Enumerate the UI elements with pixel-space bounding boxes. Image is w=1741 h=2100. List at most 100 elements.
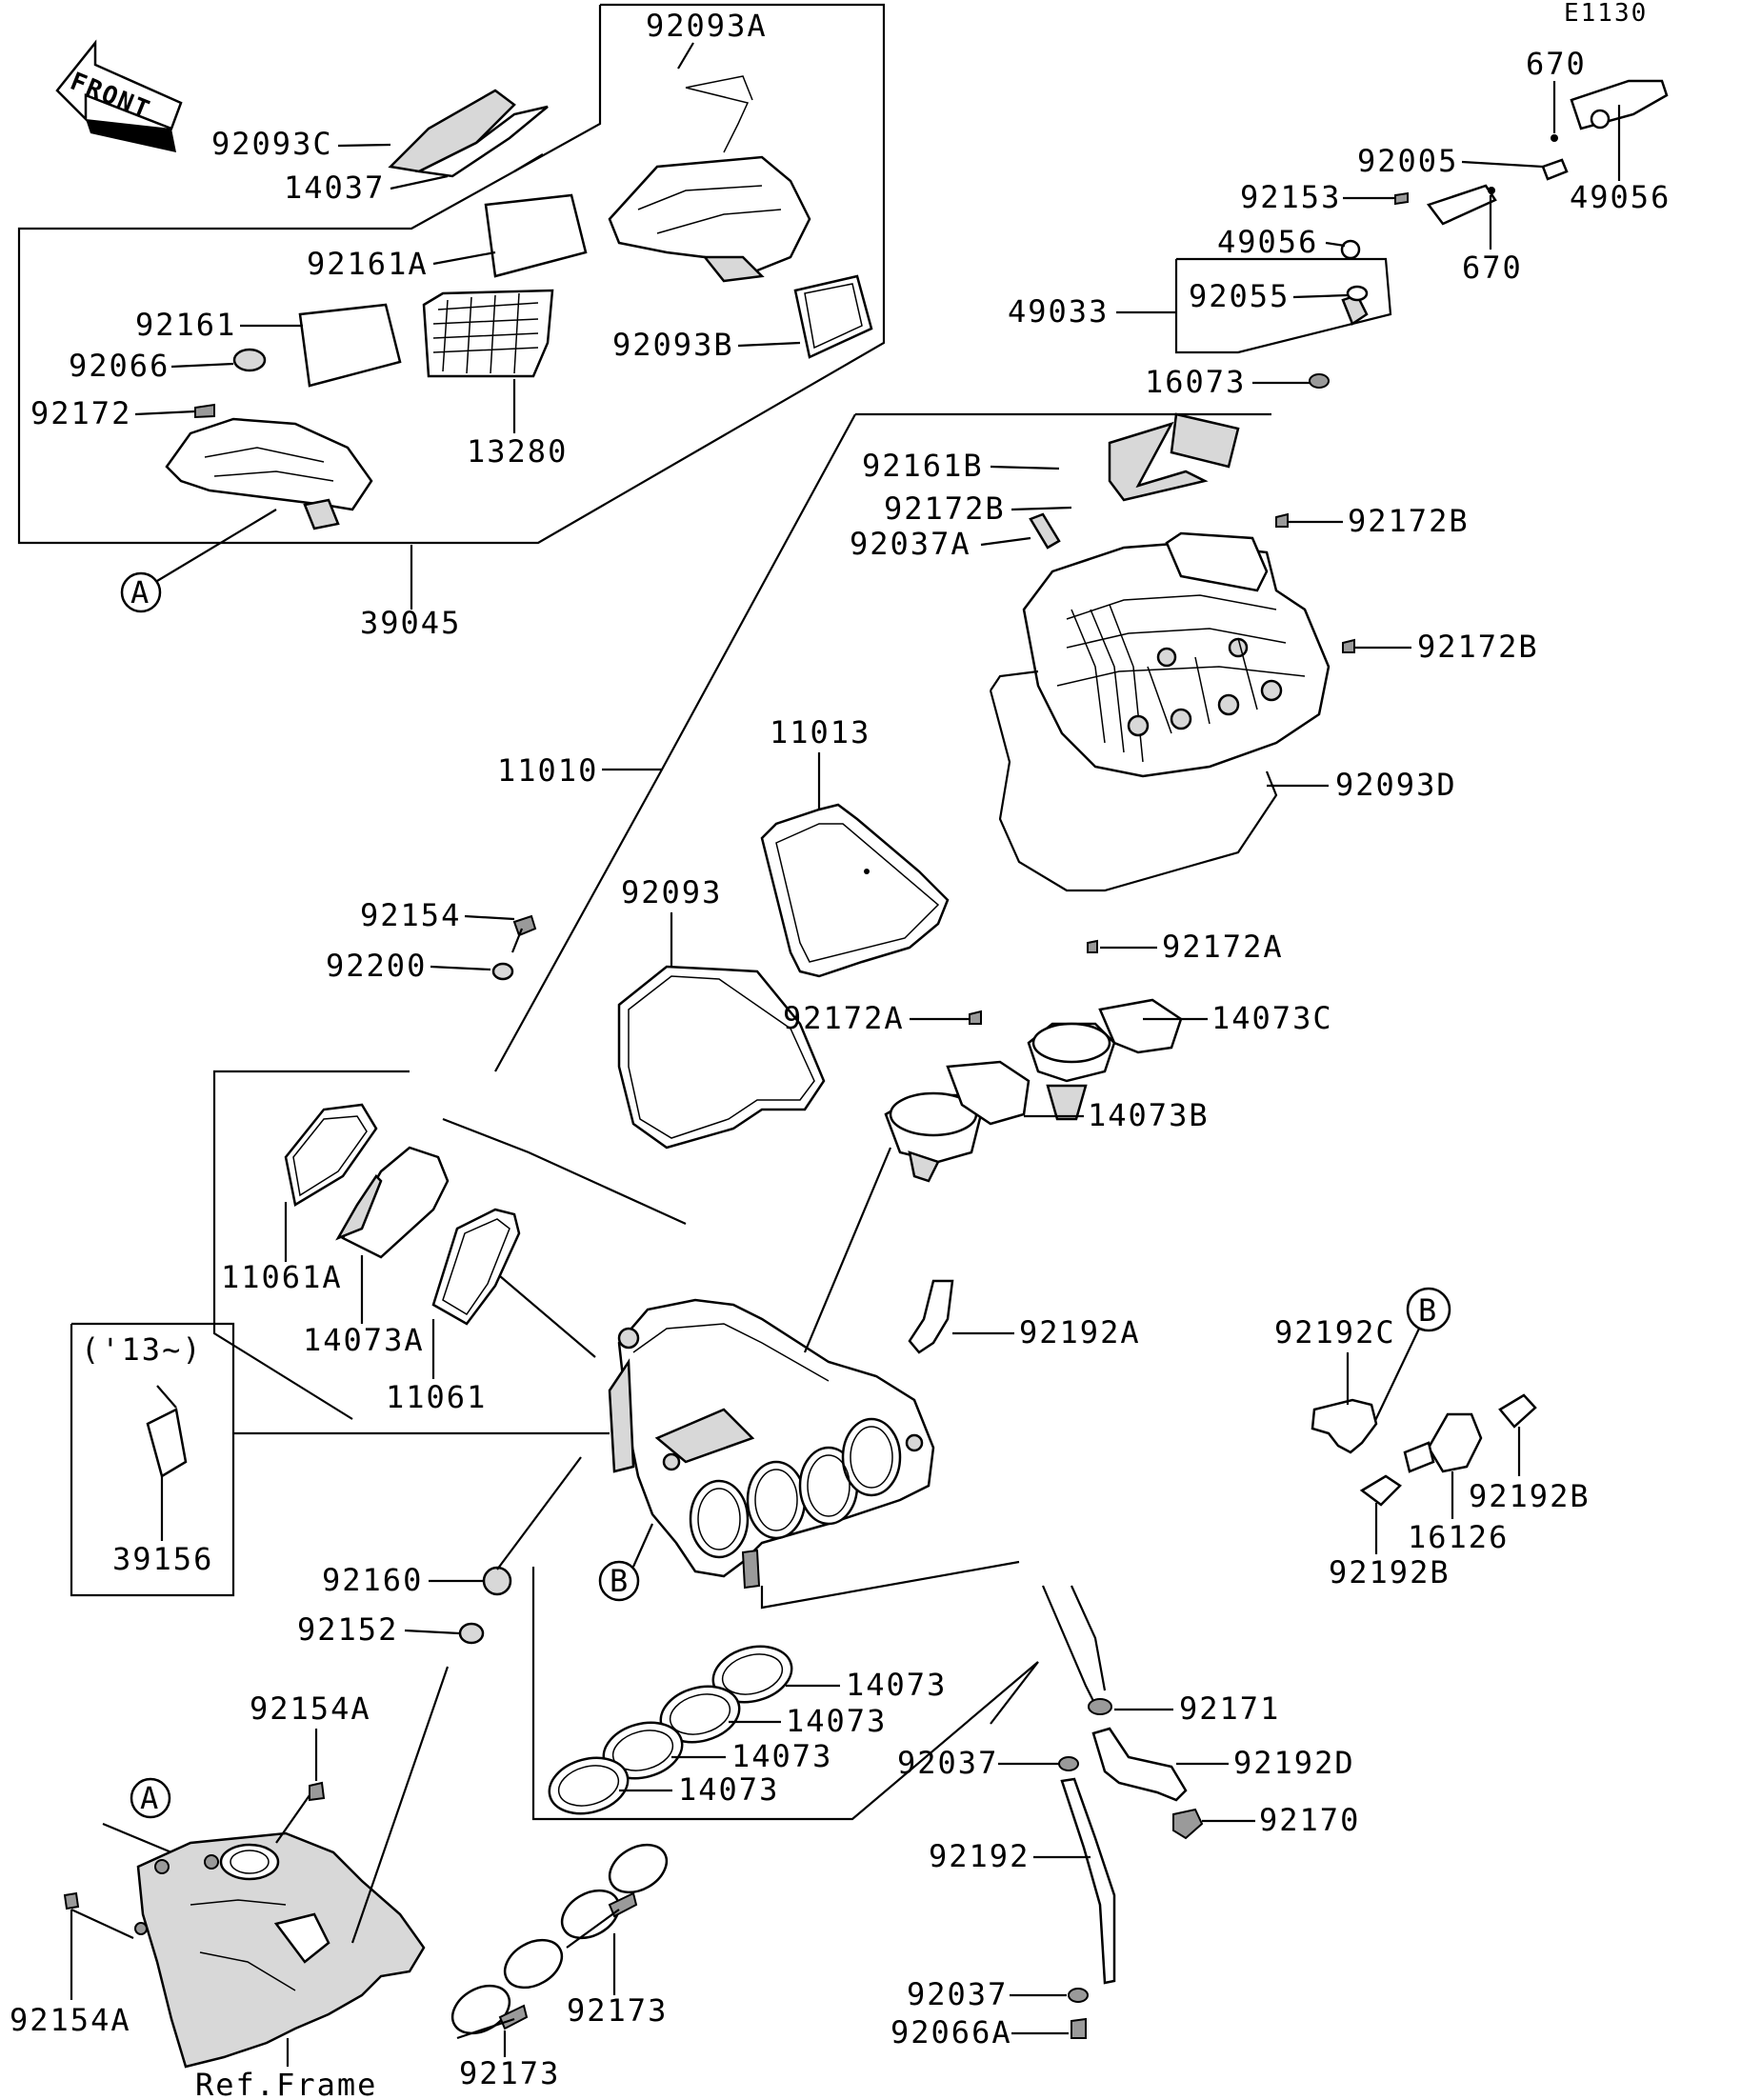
- filter-92161A-part: [484, 193, 588, 278]
- label-92093: 92093: [621, 874, 722, 910]
- label-92093B: 92093B: [612, 327, 734, 363]
- label-92066A: 92066A: [891, 2014, 1012, 2050]
- leader-lower-to-funnel: [803, 1147, 892, 1353]
- label-11061: 11061: [386, 1379, 487, 1415]
- year-note: ('13~): [81, 1331, 203, 1368]
- ducts-14073-frame: [531, 1567, 1039, 1821]
- label-92093C: 92093C: [211, 126, 333, 162]
- label-92037A: 92037A: [850, 526, 971, 562]
- washer-92200-part: [491, 962, 514, 981]
- hose-92192-part: [1060, 1777, 1116, 1985]
- label-11013: 11013: [770, 714, 870, 750]
- label-14073B: 14073B: [1088, 1097, 1210, 1133]
- label-92037-1: 92037: [897, 1745, 998, 1781]
- label-49033: 49033: [1008, 293, 1109, 330]
- hose-92192D-part: [1091, 1727, 1188, 1802]
- gasket-92093-part: [617, 965, 826, 1150]
- label-92192B-2: 92192B: [1329, 1554, 1451, 1590]
- svg-text:B: B: [1418, 1292, 1438, 1329]
- svg-text:B: B: [610, 1563, 630, 1599]
- label-92037-2: 92037: [907, 1976, 1008, 2012]
- label-92005: 92005: [1357, 143, 1458, 179]
- label-39156-part: [146, 1408, 188, 1478]
- label-92171: 92171: [1179, 1690, 1280, 1727]
- label-92172B-2: 92172B: [1348, 503, 1470, 539]
- ducts-14073-part: [548, 1645, 793, 1815]
- collar-92037A-part: [1029, 512, 1061, 550]
- label-14073-2: 14073: [786, 1703, 887, 1739]
- label-670-top: 670: [1526, 46, 1587, 82]
- label-92161A: 92161A: [307, 246, 429, 282]
- plate-92161B-part: [1108, 421, 1209, 502]
- clamp-92037-upper-part: [1058, 1756, 1079, 1771]
- hose-92192C-part: [1311, 1398, 1378, 1454]
- grommet-92066-part: [232, 348, 267, 372]
- label-14073A: 14073A: [303, 1322, 425, 1358]
- label-92161: 92161: [135, 307, 236, 343]
- label-49056-left: 49056: [1217, 224, 1318, 260]
- label-92192D: 92192D: [1233, 1745, 1355, 1781]
- lower-housing-part: [608, 1298, 935, 1590]
- callout-a-lower: A: [130, 1777, 171, 1819]
- label-92055: 92055: [1189, 278, 1290, 314]
- label-39156: 39156: [112, 1541, 213, 1577]
- seal-11061A-part: [284, 1103, 378, 1207]
- label-92093A: 92093A: [646, 8, 768, 44]
- seal-11061-part: [431, 1208, 521, 1326]
- label-11010: 11010: [497, 752, 598, 789]
- bolt-92154-part: [510, 914, 537, 953]
- funnel-14073B-part: [884, 1060, 1031, 1183]
- year-note-frame: [70, 1322, 235, 1597]
- filter-92161-part: [298, 303, 402, 388]
- label-92172B-1: 92172B: [884, 490, 1006, 527]
- label-39045: 39045: [360, 605, 461, 641]
- label-92154A-2: 92154A: [10, 2002, 131, 2038]
- collar-92152-part: [458, 1622, 485, 1645]
- label-11061A: 11061A: [221, 1259, 343, 1295]
- label-92172A-1: 92172A: [1162, 929, 1284, 965]
- label-14073-4: 14073: [678, 1771, 779, 1808]
- fuel-rail-part: [1309, 79, 1669, 389]
- label-670-bottom: 670: [1462, 250, 1523, 286]
- breather-line-2: [1070, 1585, 1107, 1691]
- upper-duct-part: [608, 75, 811, 283]
- grid-13280-part: [422, 289, 554, 378]
- label-92160: 92160: [322, 1562, 423, 1598]
- label-92153: 92153: [1240, 179, 1341, 215]
- label-92173-2: 92173: [459, 2055, 560, 2091]
- bolt-92154A-upper-part: [309, 1781, 326, 1802]
- label-92093D: 92093D: [1335, 767, 1457, 803]
- label-92173-1: 92173: [567, 1992, 668, 2029]
- air-duct-assembly-frame: [17, 3, 886, 545]
- hose-92192B-lower-part: [1359, 1474, 1402, 1507]
- label-13280: 13280: [467, 433, 568, 470]
- label-92066: 92066: [69, 348, 170, 384]
- label-92154: 92154: [360, 897, 461, 933]
- element-11013-part: [760, 803, 950, 978]
- label-92172: 92172: [30, 395, 131, 431]
- duct-cover-part: [388, 89, 549, 178]
- cap-92170-part: [1172, 1808, 1204, 1840]
- front-arrow-icon: FRONT: [55, 39, 183, 152]
- label-92172A-2: 92172A: [783, 1000, 905, 1036]
- label-16073: 16073: [1145, 364, 1246, 400]
- label-14073-3: 14073: [731, 1738, 832, 1774]
- lower-duct-part: [165, 417, 373, 530]
- label-92192B-1: 92192B: [1469, 1478, 1591, 1514]
- frame-part: [134, 1831, 426, 2069]
- label-92152: 92152: [297, 1611, 398, 1648]
- valve-16126-part: [1427, 1412, 1483, 1473]
- label-92170: 92170: [1259, 1802, 1360, 1838]
- svg-text:A: A: [130, 574, 150, 610]
- callout-a-upper: A: [120, 571, 162, 613]
- upper-housing-part: [1022, 412, 1331, 778]
- label-16126: 16126: [1408, 1519, 1509, 1555]
- duct-11061-frame-link: [442, 1117, 687, 1226]
- hose-92192B-upper-part: [1498, 1393, 1537, 1429]
- clamp-92171-part: [1088, 1698, 1112, 1715]
- label-92161B: 92161B: [862, 448, 984, 484]
- label-92192: 92192: [929, 1838, 1030, 1874]
- label-14037: 14037: [284, 170, 385, 206]
- label-92192C: 92192C: [1274, 1314, 1396, 1350]
